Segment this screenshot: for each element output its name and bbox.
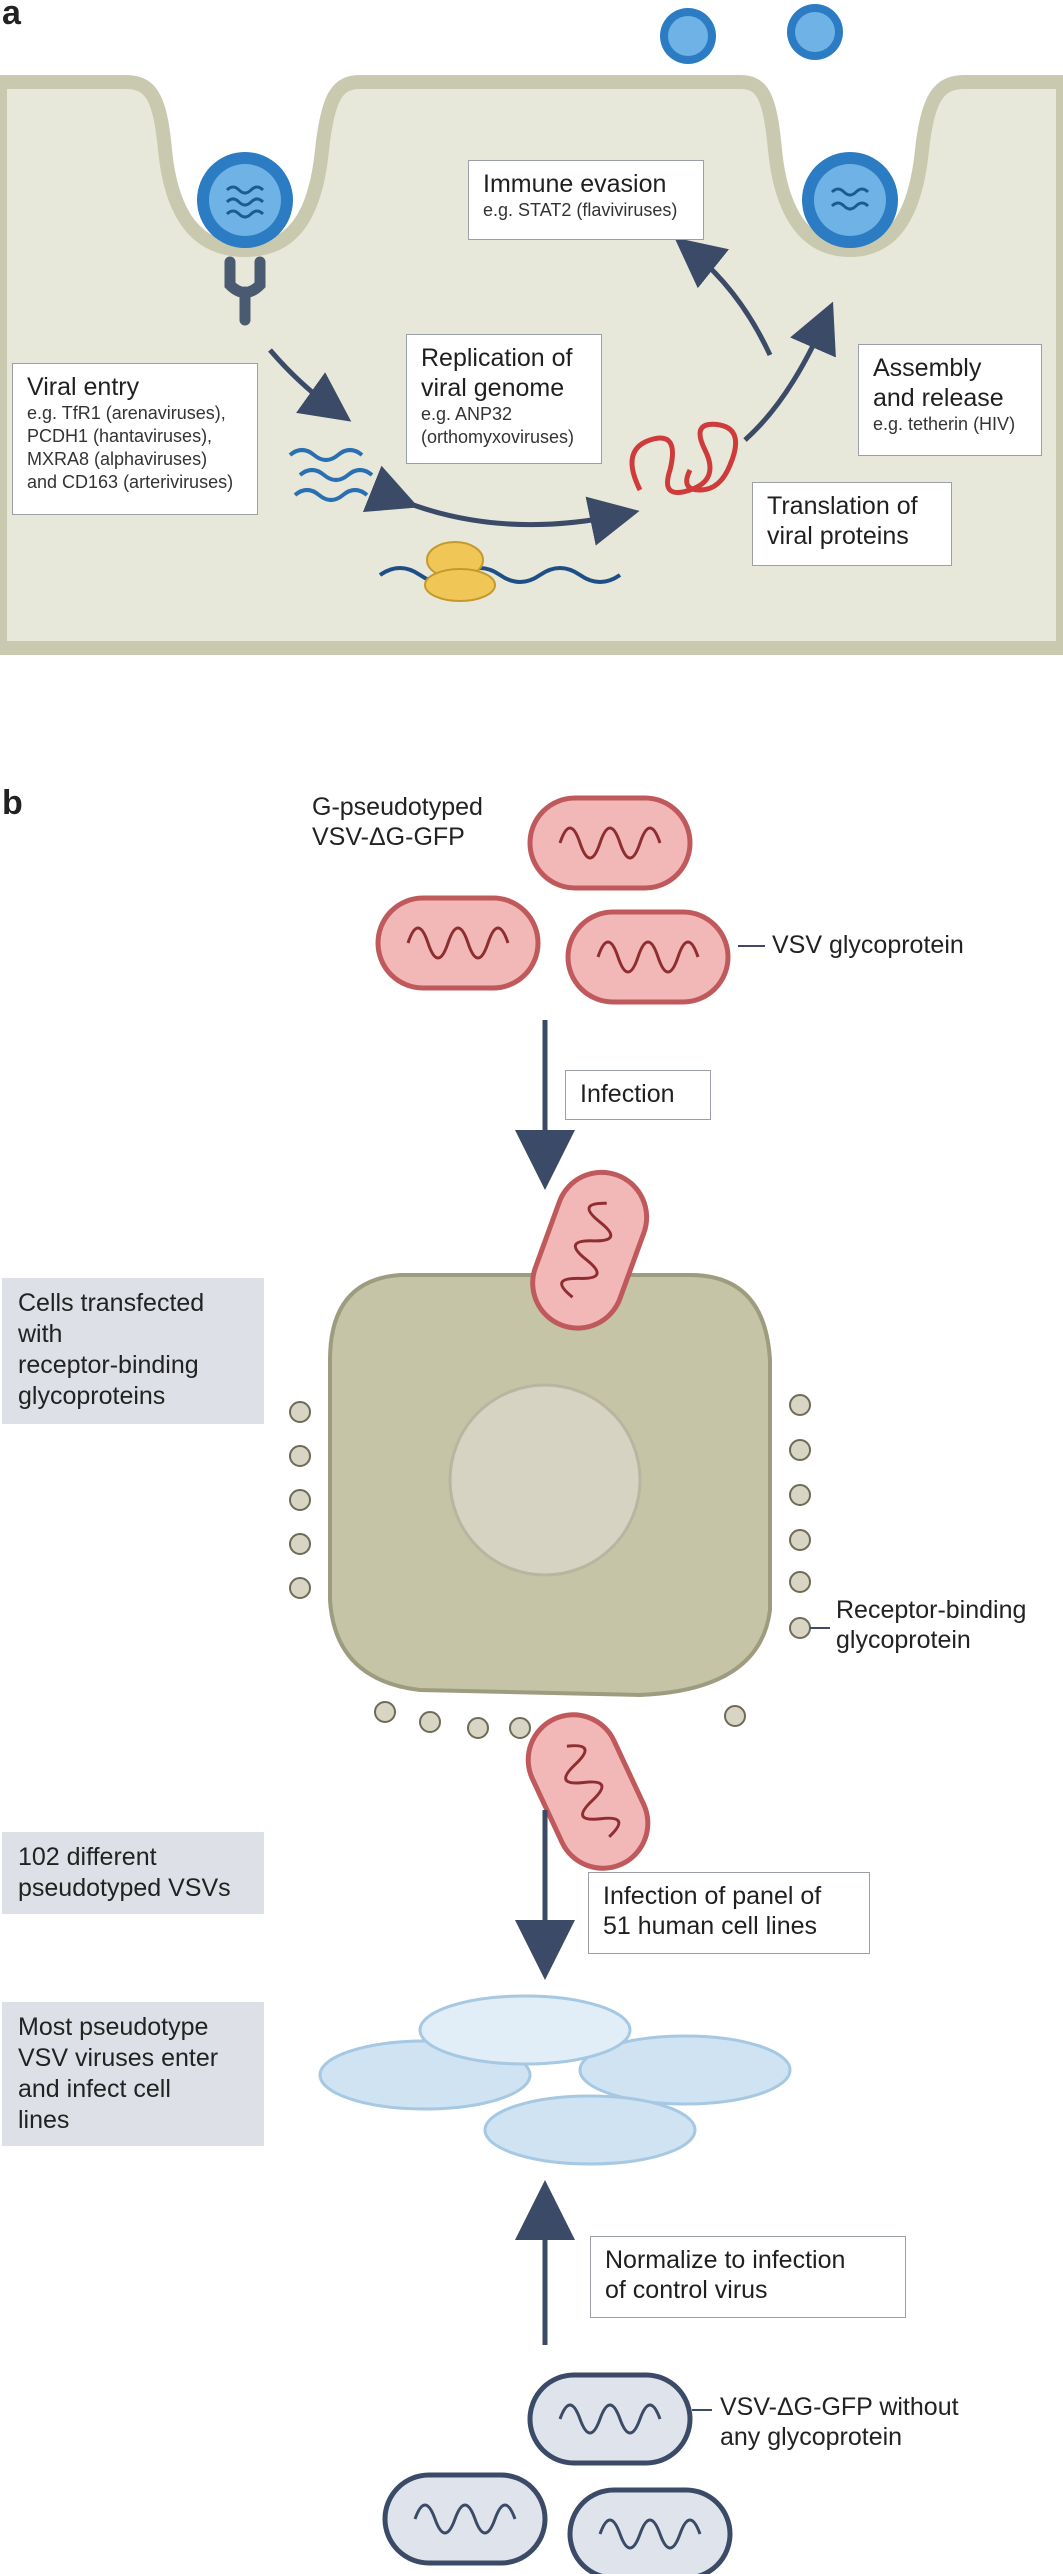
control-virus-icon (530, 2375, 690, 2463)
immune-evasion-callout: Immune evasion e.g. STAT2 (flaviviruses) (468, 160, 704, 240)
replication-example-2: (orthomyxoviruses) (421, 427, 575, 447)
vsv-without-line-2: any glycoprotein (720, 2423, 903, 2451)
petri-dish-icons (318, 1994, 792, 2166)
receptor-icon (224, 256, 266, 326)
g-pseudotyped-line-1: G-pseudotyped (312, 793, 483, 821)
transfected-cell (328, 1273, 772, 1698)
panel-a-letter: a (2, 0, 21, 32)
receptor-binding-line-1: Receptor-binding (836, 1596, 1027, 1624)
pseudovirus-icon (530, 798, 690, 888)
pseudovirus-icon (378, 898, 538, 988)
viral-entry-callout: Viral entry e.g. TfR1 (arenaviruses), PC… (12, 363, 258, 515)
virus-entry-icon (197, 152, 293, 248)
ribosome-icon (424, 541, 496, 602)
replication-title-2: viral genome (421, 374, 565, 402)
vsv-without-line-1: VSV-ΔG-GFP without (720, 2393, 959, 2421)
immune-evasion-title: Immune evasion (483, 170, 667, 198)
control-virus-icon (385, 2475, 545, 2563)
receptor-binding-line-2: glycoprotein (836, 1626, 971, 1654)
virus-released-icon (787, 4, 843, 60)
most-pseudotype-line-4: lines (18, 2106, 70, 2134)
normalize-line-1: Normalize to infection (605, 2246, 846, 2274)
receptor-binding-label: Receptor-binding glycoprotein (836, 1595, 1026, 1655)
attaching-pseudovirus-icon (520, 1160, 659, 1341)
most-pseudotype-line-3: and infect cell (18, 2075, 171, 2103)
infection-callout: Infection (565, 1070, 711, 1120)
panel-b-letter: b (2, 784, 23, 822)
g-pseudotyped-label: G-pseudotyped VSV-ΔG-GFP (312, 792, 483, 852)
replication-example-1: e.g. ANP32 (421, 404, 513, 424)
normalize-line-2: of control virus (605, 2276, 768, 2304)
infection-label: Infection (580, 1080, 675, 1108)
virus-released-icon (660, 8, 716, 64)
cells-transfected-line-3: receptor-binding (18, 1351, 199, 1379)
receptor-glycoprotein-icons (289, 1394, 811, 1739)
most-pseudotype-box: Most pseudotype VSV viruses enter and in… (2, 2002, 264, 2146)
assembly-title-2: and release (873, 384, 1004, 412)
translation-callout: Translation of viral proteins (752, 482, 952, 566)
most-pseudotype-line-1: Most pseudotype (18, 2013, 209, 2041)
nucleus (448, 1383, 642, 1577)
g-pseudotyped-line-2: VSV-ΔG-GFP (312, 823, 465, 851)
pseudovirus-icon (568, 912, 728, 1002)
immune-evasion-example: e.g. STAT2 (flaviviruses) (483, 200, 678, 220)
assembly-title-1: Assembly (873, 354, 982, 382)
normalize-callout: Normalize to infection of control virus (590, 2236, 906, 2318)
replication-title-1: Replication of (421, 344, 573, 372)
translation-line-2: viral proteins (767, 522, 909, 550)
infection-panel-line-1: Infection of panel of (603, 1882, 822, 1910)
translation-line-1: Translation of (767, 492, 918, 520)
viral-genome-icon (288, 448, 374, 502)
replication-arrow (362, 465, 640, 546)
different-vsvs-box: 102 different pseudotyped VSVs (2, 1832, 264, 1914)
cells-transfected-line-1: Cells transfected (18, 1289, 205, 1317)
assembly-arrow (743, 301, 836, 442)
viral-entry-example-3: MXRA8 (alphaviruses) (27, 449, 208, 469)
viral-entry-example-1: e.g. TfR1 (arenaviruses), (27, 403, 226, 423)
viral-protein-icon (629, 421, 739, 495)
assembly-example: e.g. tetherin (HIV) (873, 414, 1016, 434)
assembly-callout: Assembly and release e.g. tetherin (HIV) (858, 344, 1042, 456)
different-vsvs-line-1: 102 different (18, 1843, 157, 1871)
viral-entry-example-2: PCDH1 (hantaviruses), (27, 426, 213, 446)
replication-callout: Replication of viral genome e.g. ANP32 (… (406, 334, 602, 464)
different-vsvs-line-2: pseudotyped VSVs (18, 1874, 231, 1902)
cells-transfected-line-4: glycoproteins (18, 1382, 166, 1410)
cells-transfected-line-2: with (18, 1320, 63, 1348)
vsv-without-label: VSV-ΔG-GFP without any glycoprotein (720, 2392, 959, 2452)
viral-entry-example-4: and CD163 (arteriviruses) (27, 472, 234, 492)
control-virus-icon (570, 2490, 730, 2574)
mrna-icon (378, 566, 622, 584)
cells-transfected-box: Cells transfected with receptor-binding … (2, 1278, 264, 1424)
vsv-glycoprotein-label: VSV glycoprotein (772, 931, 964, 959)
infection-panel-callout: Infection of panel of 51 human cell line… (588, 1872, 870, 1954)
evasion-arrow (674, 237, 773, 357)
viral-entry-title: Viral entry (27, 373, 140, 401)
entering-pseudovirus-icon (513, 1700, 662, 1883)
infection-panel-line-2: 51 human cell lines (603, 1912, 818, 1940)
virus-budding-icon (802, 152, 898, 248)
entry-arrow (268, 348, 352, 422)
most-pseudotype-line-2: VSV viruses enter (18, 2044, 219, 2072)
